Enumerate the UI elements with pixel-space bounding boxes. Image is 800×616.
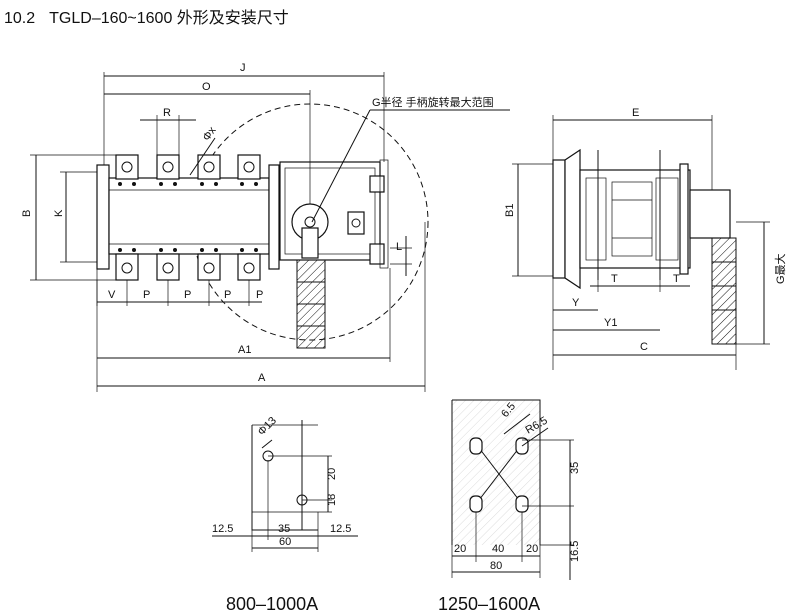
dim-Y: Y — [572, 297, 580, 309]
side-view: E B1 T T Y Y1 C G最大 — [504, 107, 787, 370]
dim-phi13: Φ13 — [256, 415, 279, 438]
screw-heads — [118, 182, 258, 252]
dim-K: K — [53, 209, 65, 217]
dim-60: 60 — [279, 536, 291, 548]
section-title: TGLD–160~1600 外形及安装尺寸 — [49, 10, 289, 27]
dim-A: A — [258, 372, 266, 384]
side-handle-grip — [712, 238, 736, 344]
dim-20: 20 — [326, 468, 338, 480]
dim-18: 18 — [326, 494, 338, 506]
lock-slot — [347, 211, 365, 235]
dim-P-4: P — [256, 289, 263, 301]
dim-R: R — [163, 107, 171, 119]
dim-80: 80 — [490, 560, 502, 572]
dim-E: E — [632, 107, 639, 119]
dim-C: C — [640, 341, 648, 353]
operating-mechanism — [279, 161, 381, 261]
side-body — [579, 169, 691, 269]
dim-O: O — [202, 81, 211, 93]
center-plate — [268, 164, 280, 270]
mounting-800-1000A: 20 18 Φ13 12.5 35 12.5 60 800–1000A — [212, 415, 358, 614]
dim-B1: B1 — [504, 204, 516, 217]
dim-G-max: G最大 — [773, 253, 787, 284]
dim-16-5: 16.5 — [569, 541, 581, 562]
dim-T-1: T — [611, 273, 618, 285]
dim-A1: A1 — [238, 344, 251, 356]
handle-shaft — [301, 227, 319, 259]
handle-range-callout: G半径 手柄旋转最大范围 — [372, 95, 494, 109]
dim-20-left: 20 — [454, 543, 466, 555]
caption-800-1000A: 800–1000A — [226, 594, 318, 614]
dim-P-2: P — [184, 289, 191, 301]
dim-Y1: Y1 — [604, 317, 617, 329]
dim-P-3: P — [224, 289, 231, 301]
dim-40: 40 — [492, 543, 504, 555]
page-title: 10.2 TGLD–160~1600 外形及安装尺寸 — [4, 4, 289, 28]
dim-J: J — [240, 62, 246, 74]
dim-12-5-left: 12.5 — [212, 523, 233, 535]
dim-35: 35 — [278, 523, 290, 535]
section-number: 10.2 — [4, 10, 36, 27]
base-flange — [552, 159, 566, 279]
mounting-1250-1600A: 35 16.5 6.5 R6.5 20 40 20 80 1250–1600A — [438, 399, 581, 614]
dim-L: L — [396, 241, 402, 253]
caption-1250-1600A: 1250–1600A — [438, 594, 540, 614]
dim-35-vertical: 35 — [569, 462, 581, 474]
bottom-terminals — [115, 253, 261, 281]
left-end-plate — [96, 164, 110, 270]
front-view: G半径 手柄旋转最大范围 Φx J O R B K L — [21, 62, 510, 392]
dim-B: B — [21, 210, 33, 217]
dim-P-1: P — [143, 289, 150, 301]
dim-V: V — [108, 289, 116, 301]
side-handle-box — [689, 189, 731, 239]
top-terminals — [115, 154, 261, 180]
dim-T-2: T — [673, 273, 680, 285]
dim-12-5-right: 12.5 — [330, 523, 351, 535]
pole-body — [108, 177, 270, 255]
dim-phi-x: Φx — [201, 124, 219, 143]
dim-20-right: 20 — [526, 543, 538, 555]
